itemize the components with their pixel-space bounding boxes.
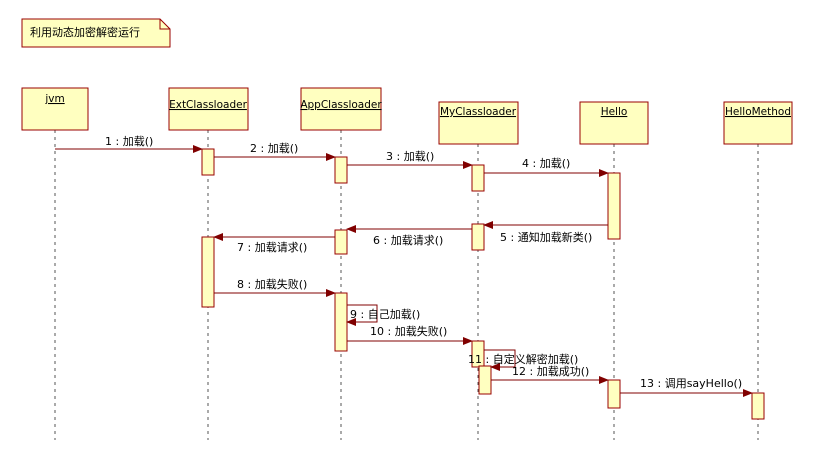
- message-11-arrow[interactable]: [484, 349, 516, 371]
- message-1-label: 1 : 加载(): [105, 135, 153, 148]
- lifeline-ext-label: ExtClassloader: [169, 99, 247, 111]
- activation-bar: [751, 392, 765, 420]
- message-10-label: 10 : 加载失败(): [370, 324, 447, 338]
- activation-bar: [471, 340, 485, 368]
- diagram-note: 利用动态加密解密运行: [21, 18, 171, 48]
- activation-bar: [201, 148, 215, 176]
- activation-bars: [201, 148, 765, 420]
- activation-bar: [607, 379, 621, 409]
- lifeline-appclassloader[interactable]: AppClassloader: [300, 87, 382, 131]
- lifeline-app-label: AppClassloader: [300, 99, 382, 111]
- message-4-label: 4 : 加载(): [522, 157, 570, 170]
- lifeline-jvm[interactable]: jvm: [21, 87, 89, 131]
- lifeline-hellomethod-label: HelloMethod: [725, 106, 791, 118]
- message-arrows: [55, 145, 753, 397]
- lifeline-hello-label: Hello: [601, 106, 628, 118]
- message-3-label: 3 : 加载(): [386, 150, 434, 163]
- message-11-label: 11 : 自定义解密加载(): [468, 352, 578, 366]
- lifeline-hello-box: [579, 101, 649, 145]
- lifeline-hello[interactable]: Hello: [579, 101, 649, 145]
- message-6-label: 6 : 加载请求(): [373, 234, 443, 247]
- message-2-label: 2 : 加载(): [250, 142, 298, 155]
- activation-bar: [201, 236, 215, 308]
- activation-bar: [334, 292, 348, 352]
- activation-bar: [478, 365, 492, 395]
- message-9-label: 9 : 自己加载(): [350, 308, 420, 321]
- activation-bar: [471, 164, 485, 192]
- message-7-label: 7 : 加载请求(): [237, 241, 307, 254]
- activation-bar: [334, 156, 348, 184]
- activation-bar: [471, 223, 485, 251]
- lifeline-extclassloader[interactable]: ExtClassloader: [168, 87, 249, 131]
- lifeline-my-label: MyClassloader: [440, 106, 517, 118]
- message-8-label: 8 : 加载失败(): [237, 277, 307, 291]
- message-13-label: 13 : 调用sayHello(): [640, 377, 742, 390]
- lifeline-ext-box: [168, 87, 249, 131]
- lifeline-jvm-box: [21, 87, 89, 131]
- message-9-arrow[interactable]: [346, 304, 378, 326]
- note-fold: [159, 19, 170, 30]
- lifeline-hellomethod-box: [723, 101, 793, 145]
- message-12-label: 12 : 加载成功(): [512, 365, 589, 378]
- message-labels: 1 : 加载() 2 : 加载() 3 : 加载() 4 : 加载() 5 : …: [105, 135, 742, 390]
- lifeline-jvm-label: jvm: [44, 93, 64, 105]
- message-5-label: 5 : 通知加载新类(): [500, 230, 592, 244]
- activation-bar: [607, 172, 621, 240]
- note-text: 利用动态加密解密运行: [30, 25, 140, 39]
- lifeline-heads: jvm ExtClassloader AppClassloader MyClas…: [21, 87, 793, 145]
- lifeline-hellomethod[interactable]: HelloMethod: [723, 101, 793, 145]
- lifeline-app-box: [300, 87, 382, 131]
- lifeline-myclassloader[interactable]: MyClassloader: [438, 101, 519, 145]
- lifeline-my-box: [438, 101, 519, 145]
- note-box: [21, 18, 171, 48]
- activation-bar: [334, 229, 348, 255]
